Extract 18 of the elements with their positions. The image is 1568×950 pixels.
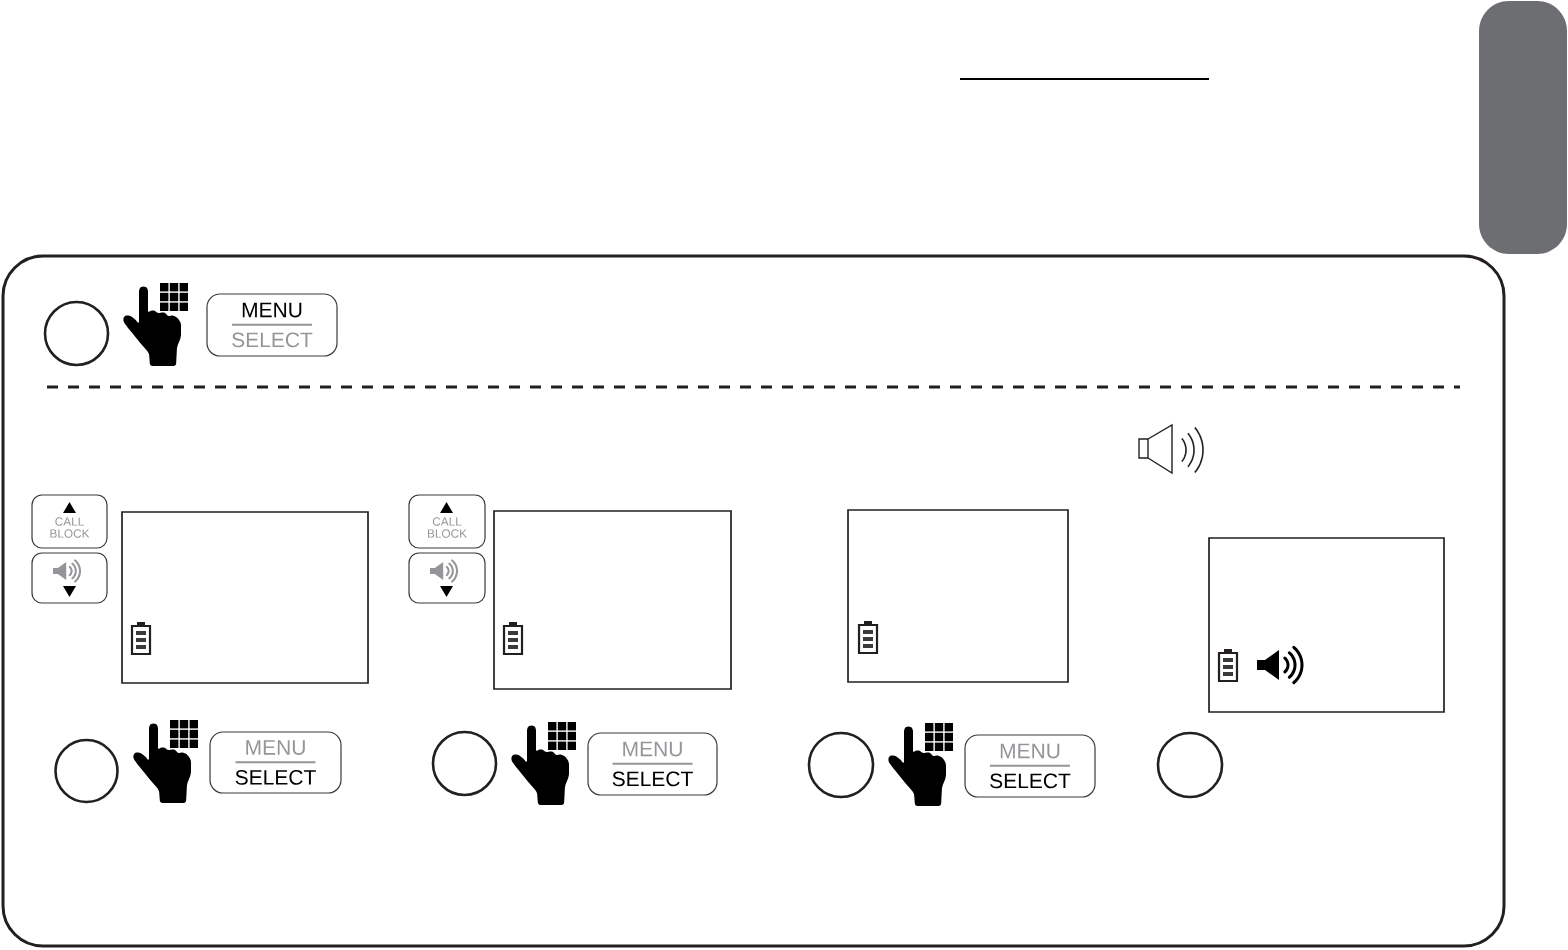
display-screen xyxy=(493,510,732,690)
display-screen xyxy=(847,509,1069,683)
display-screen xyxy=(1208,537,1445,713)
instruction-panel xyxy=(1,254,1506,948)
step-circle xyxy=(807,731,875,799)
menu-select-button: MENU SELECT xyxy=(209,731,342,794)
step-circle xyxy=(431,730,498,797)
volume-down-button xyxy=(31,552,108,604)
step-circle xyxy=(54,738,119,804)
call-block-button: CALL BLOCK xyxy=(31,494,108,549)
volume-down-button xyxy=(408,552,486,604)
menu-select-button: MENU SELECT xyxy=(587,732,718,796)
display-screen xyxy=(121,511,369,684)
menu-select-button: MENU SELECT xyxy=(206,293,338,357)
call-block-button: CALL BLOCK xyxy=(408,494,486,549)
step-circle xyxy=(43,300,110,367)
menu-select-button: MENU SELECT xyxy=(964,734,1096,798)
step-circle xyxy=(1156,731,1224,799)
